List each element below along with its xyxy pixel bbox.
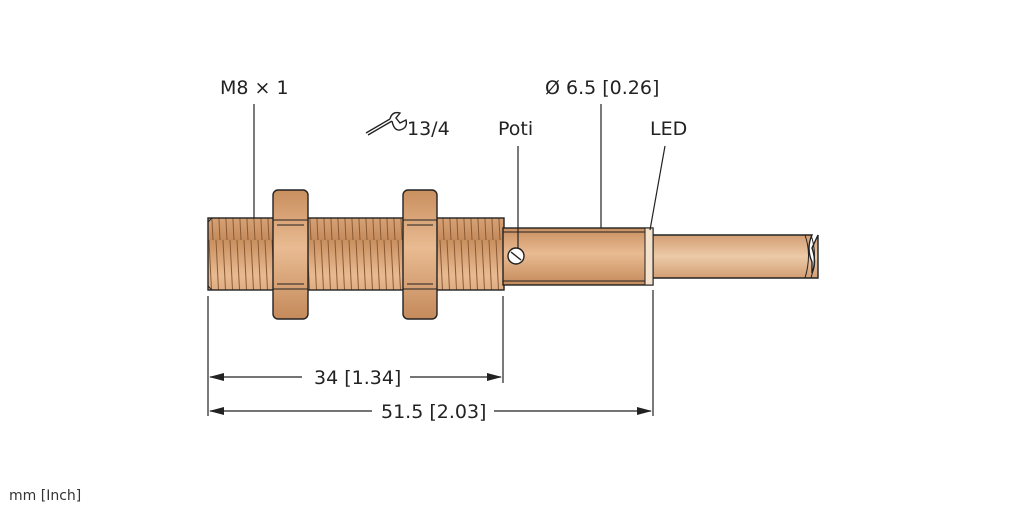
- dimension-short: [209, 373, 502, 381]
- led-window: [644, 227, 654, 286]
- threaded-body: [207, 217, 505, 291]
- hex-nut-right: [402, 189, 438, 320]
- diameter-label: Ø 6.5 [0.26]: [545, 77, 659, 99]
- wrench-size-label: 13/4: [407, 118, 450, 140]
- wrench-icon: [365, 111, 408, 136]
- units-label: mm [Inch]: [9, 488, 81, 504]
- dimension-long-label: 51.5 [2.03]: [381, 401, 486, 423]
- hex-nut-left: [272, 189, 309, 320]
- led-label: LED: [650, 118, 687, 140]
- potentiometer: [507, 247, 525, 265]
- smooth-sleeve: [502, 227, 654, 286]
- dimension-short-label: 34 [1.34]: [314, 367, 401, 389]
- dimension-long: [209, 407, 652, 415]
- poti-label: Poti: [498, 118, 533, 140]
- thread-label: M8 × 1: [220, 77, 289, 99]
- cable: [651, 234, 819, 279]
- led-leader: [649, 145, 666, 231]
